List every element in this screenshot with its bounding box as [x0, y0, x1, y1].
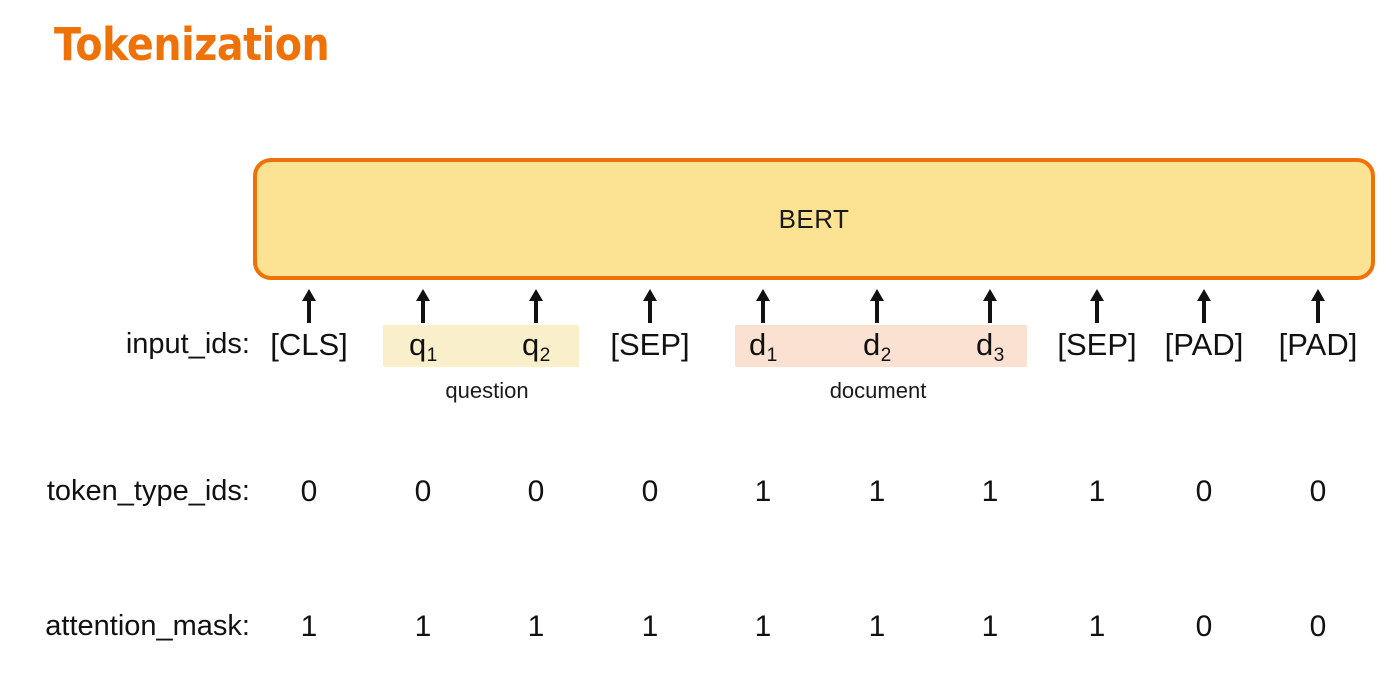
token-text: q [522, 327, 540, 362]
up-arrow-icon [479, 289, 593, 323]
document-span-highlight [735, 325, 1027, 367]
token-type-id-value-6: 1 [868, 475, 886, 508]
token-text: q [409, 327, 427, 362]
token-subscript: 2 [539, 345, 551, 367]
token-text: [CLS] [270, 327, 348, 362]
row-label-input-ids: input_ids: [125, 328, 250, 360]
page-title: Tokenization [54, 18, 330, 71]
bert-label: BERT [778, 203, 850, 234]
token-5: d1 [706, 325, 820, 367]
attention-mask-value-2: 1 [414, 610, 432, 643]
token-9: [PAD] [1147, 325, 1261, 365]
up-arrow-icon [820, 289, 934, 323]
token-3: q2 [479, 325, 593, 367]
token-text: [PAD] [1164, 327, 1244, 362]
row-label-attention-mask: attention_mask: [45, 610, 250, 642]
attention-mask-value-10: 0 [1309, 610, 1327, 643]
attention-mask-value-7: 1 [981, 610, 999, 643]
up-arrow-icon [1261, 289, 1375, 323]
token-text: d [863, 327, 881, 362]
attention-mask-value-8: 1 [1088, 610, 1106, 643]
attention-mask-value-3: 1 [527, 610, 545, 643]
up-arrow-icon [593, 289, 707, 323]
token-type-id-value-4: 0 [641, 475, 659, 508]
token-type-id-value-3: 0 [527, 475, 545, 508]
attention-mask-value-1: 1 [300, 610, 318, 643]
token-subscript: 3 [993, 345, 1005, 367]
token-type-id-value-5: 1 [754, 475, 772, 508]
attention-mask-value-4: 1 [641, 610, 659, 643]
token-type-id-value-2: 0 [414, 475, 432, 508]
up-arrow-icon [1040, 289, 1154, 323]
up-arrow-icon [252, 289, 366, 323]
attention-mask-value-5: 1 [754, 610, 772, 643]
token-subscript: 1 [426, 345, 438, 367]
token-text: [SEP] [610, 327, 690, 362]
token-text: [SEP] [1057, 327, 1137, 362]
token-text: d [976, 327, 994, 362]
token-subscript: 1 [766, 345, 778, 367]
token-type-id-value-10: 0 [1309, 475, 1327, 508]
token-type-id-value-7: 1 [981, 475, 999, 508]
token-7: d3 [933, 325, 1047, 367]
up-arrow-icon [933, 289, 1047, 323]
attention-mask-value-9: 0 [1195, 610, 1213, 643]
group-label-question: question [445, 378, 529, 403]
token-4: [SEP] [593, 325, 707, 365]
token-text: d [749, 327, 767, 362]
token-10: [PAD] [1261, 325, 1375, 365]
attention-mask-value-6: 1 [868, 610, 886, 643]
row-label-token-type-ids: token_type_ids: [46, 475, 250, 507]
token-text: [PAD] [1278, 327, 1358, 362]
token-type-id-value-1: 0 [300, 475, 318, 508]
token-subscript: 2 [880, 345, 892, 367]
up-arrow-icon [1147, 289, 1261, 323]
group-label-document: document [829, 378, 927, 403]
token-2: q1 [366, 325, 480, 367]
up-arrow-icon [366, 289, 480, 323]
token-6: d2 [820, 325, 934, 367]
token-8: [SEP] [1040, 325, 1154, 365]
bert-encoder-box: BERT [253, 158, 1375, 280]
token-type-id-value-9: 0 [1195, 475, 1213, 508]
up-arrow-icon [706, 289, 820, 323]
token-type-id-value-8: 1 [1088, 475, 1106, 508]
token-1: [CLS] [252, 325, 366, 365]
question-span-highlight [383, 325, 579, 367]
